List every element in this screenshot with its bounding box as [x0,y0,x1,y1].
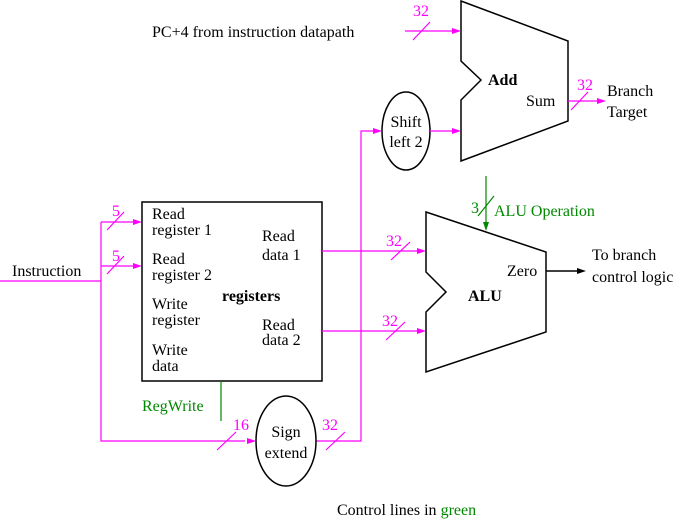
write-register-label-2: register [152,312,201,329]
read-data-2-label-2: data 2 [262,332,301,349]
instruction-label: Instruction [12,263,81,280]
write-data-label-1: Write [152,342,188,359]
legend-green-word: green [441,502,477,519]
shift-left-2-shape [381,91,431,171]
legend-prefix: Control lines in [337,502,441,519]
shift-left-2-unit: Shift left 2 [381,91,431,171]
adder-title: Add [488,72,517,89]
shift-input-arrowhead [373,128,382,134]
read-data-2-width-slash [385,321,406,341]
adder-shape [460,0,569,163]
read-reg-2-arrowhead [133,263,142,269]
shift-to-adder-arrowhead [452,128,461,134]
sign-extend-unit: Sign extend [255,395,317,487]
adder-unit: Add Sum [460,0,569,163]
legend-text: Control lines in green [337,502,476,519]
alu-shape [425,210,547,374]
sign-extend-label-2: extend [265,445,308,462]
zero-arrowhead [577,268,586,274]
pc4-input-label: PC+4 from instruction datapath [152,24,354,41]
sign-extend-out-width-slash [325,431,346,451]
sign-extend-out-width-label: 32 [322,417,338,434]
read-data-1-label-2: data 1 [262,247,301,264]
read-data-2-width-label: 32 [382,313,398,330]
sum-width-label: 32 [577,77,593,94]
branch-target-label-1: Branch [607,83,653,100]
write-data-label-2: data [152,358,179,375]
regwrite-label: RegWrite [142,398,204,415]
read-data-1-width-label: 32 [386,233,402,250]
alu-op-width-slash [477,195,495,217]
sign-extend-label-1: Sign [271,424,300,441]
pc4-width-slash [412,21,431,41]
read-data-2-arrowhead [417,328,426,334]
alu-op-width-label: 3 [471,200,479,217]
alu-title: ALU [468,288,502,305]
shift-label-1: Shift [390,114,422,131]
sum-width-slash [570,91,589,111]
read-register-2-label-1: Read [152,251,185,268]
pc4-width-label: 32 [413,3,429,20]
read-reg-1-arrowhead [133,219,142,225]
sign-extend-shape [255,395,317,487]
register-file-title: registers [222,288,280,305]
sign-extend-in-width-label: 16 [233,417,249,434]
read-reg-1-width-slash [106,211,125,231]
pc4-arrowhead [452,28,461,34]
read-register-2-label-2: register 2 [152,267,212,284]
register-file: Read register 1 Read register 2 Write re… [141,201,323,382]
alu-op-label: ALU Operation [494,203,595,220]
write-register-label-1: Write [152,296,188,313]
register-file-box [141,201,323,382]
signext-to-shift-wire [316,130,376,442]
read-reg-2-width-slash [106,255,125,275]
branch-control-label-2: control logic [592,269,673,286]
read-register-1-label-2: register 1 [152,222,212,239]
read-reg-1-width-label: 5 [112,203,120,220]
branch-control-label-1: To branch [592,247,656,264]
read-reg-2-width-label: 5 [112,248,120,265]
read-data-1-width-slash [390,241,411,261]
sign-extend-input-arrowhead [247,438,256,444]
instruction-bus-vertical [100,222,245,442]
read-data-1-label-1: Read [262,228,295,245]
alu-op-arrowhead [483,222,489,231]
branch-target-label-2: Target [607,104,648,121]
sign-extend-in-width-slash [216,431,237,451]
shift-label-2: left 2 [389,134,422,151]
read-register-1-label-1: Read [152,206,185,223]
sum-arrowhead [597,98,606,104]
alu-unit: ALU Zero [425,210,547,374]
adder-sum-port: Sum [526,93,556,110]
read-data-2-label-1: Read [262,317,295,334]
read-data-1-arrowhead [417,248,426,254]
alu-zero-port: Zero [507,263,537,280]
